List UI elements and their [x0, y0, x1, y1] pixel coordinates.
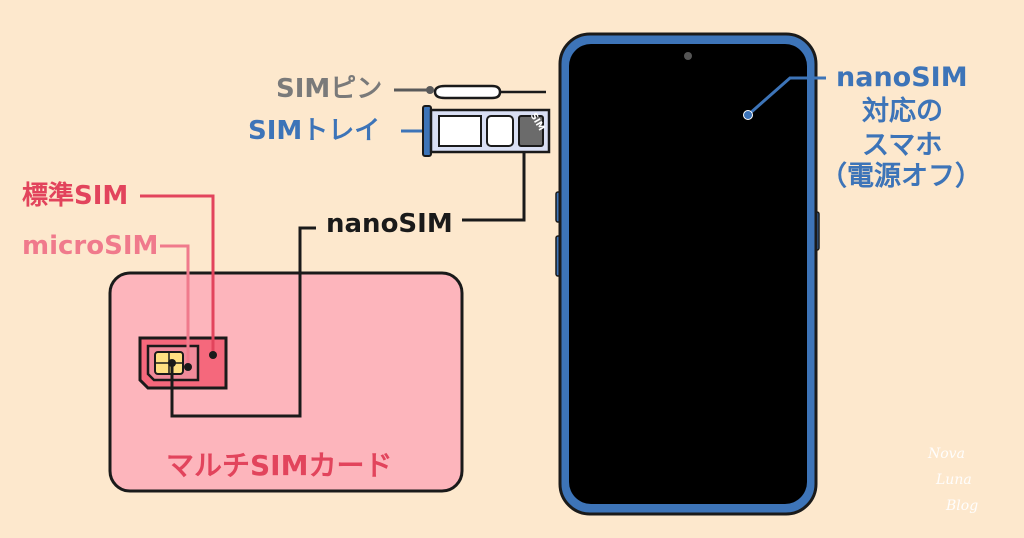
- sim-pin-label: SIMピン: [276, 74, 383, 104]
- watermark-line3: Blog: [946, 498, 979, 514]
- standard-sim-leader: [140, 194, 215, 355]
- front-camera-icon: [684, 52, 692, 60]
- micro-sim-label: microSIM: [22, 231, 159, 261]
- sim-pin: [433, 84, 546, 100]
- tray-nano-sim: [518, 115, 544, 147]
- sim-cutout-group: [138, 336, 228, 390]
- standard-sim-label: 標準SIM: [22, 181, 129, 211]
- watermark-line1: Nova: [928, 446, 965, 462]
- smartphone-label-line1: nanoSIM: [836, 62, 968, 93]
- smartphone-leader: [747, 76, 826, 117]
- nano-sim-label: nanoSIM: [326, 209, 453, 239]
- smartphone-label-line3: スマホ: [862, 130, 943, 161]
- smartphone-label-line4: （電源オフ）: [820, 161, 982, 192]
- multi-sim-card: [108, 271, 464, 493]
- tray-nano-leader: [462, 143, 526, 222]
- nano-sim-leader: [170, 226, 316, 418]
- smartphone-label-line2: 対応の: [862, 96, 943, 127]
- smartphone: [555, 32, 820, 516]
- multi-sim-card-label: マルチSIMカード: [166, 449, 393, 482]
- phone-screen: [569, 44, 807, 504]
- sim-tray-label: SIMトレイ: [248, 116, 381, 146]
- micro-sim-leader: [160, 244, 190, 367]
- sim-tray: [422, 105, 551, 157]
- watermark-line2: Luna: [936, 472, 972, 488]
